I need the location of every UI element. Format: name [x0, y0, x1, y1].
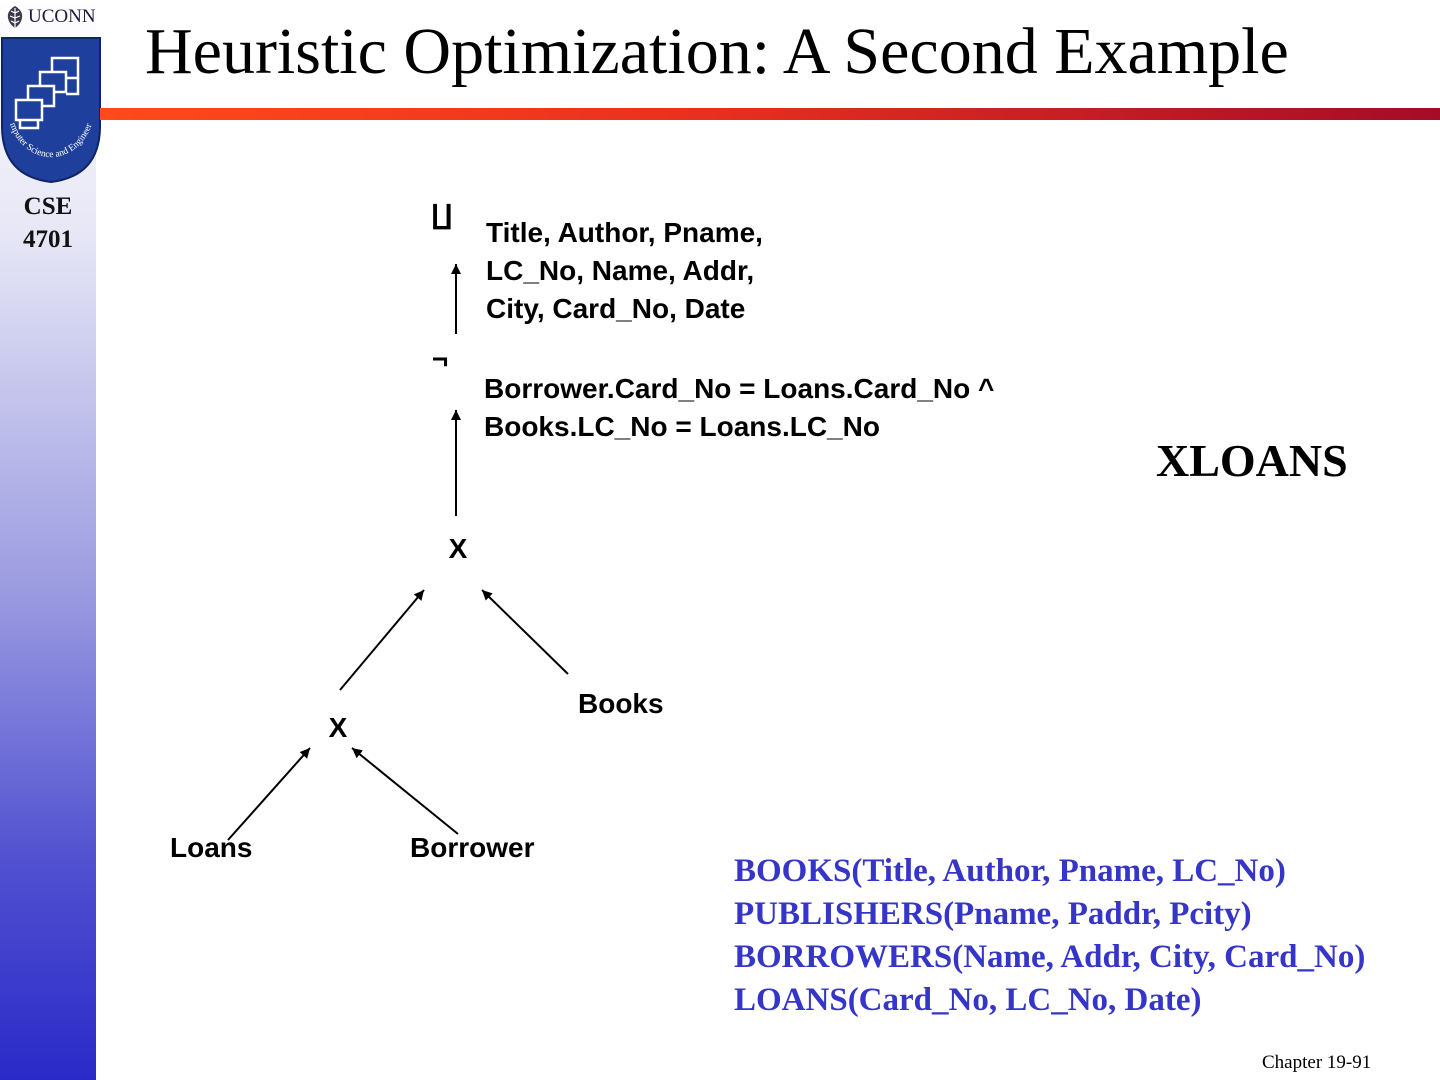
projection-attr-line-2: LC_No, Name, Addr,: [486, 255, 754, 286]
selection-condition-line-2: Books.LC_No = Loans.LC_No: [484, 411, 880, 442]
schema-line-borrowers: BORROWERS(Name, Addr, City, Card_No): [734, 939, 1366, 975]
course-line-1: CSE: [23, 193, 73, 220]
side-label-xloans: XLOANS: [1156, 435, 1348, 486]
slide-title: Heuristic Optimization: A Second Example: [145, 15, 1289, 88]
uconn-logo: UCONN: [4, 4, 96, 30]
computer-network-crest-icon: Computer Science and Engineering: [0, 36, 101, 184]
relation-loans: Loans: [170, 832, 252, 863]
uconn-logo-text: UCONN: [28, 6, 96, 27]
edge-books-to-upper-join: [481, 589, 569, 675]
sidebar: UCONN Computer Science and Engineering C…: [0, 0, 101, 1080]
relation-books: Books: [578, 688, 664, 719]
selection-condition-line-1: Borrower.Card_No = Loans.Card_No ^: [484, 373, 994, 404]
schema-list: BOOKS(Title, Author, Pname, LC_No) PUBLI…: [734, 850, 1365, 1022]
upper-join-node: X: [449, 533, 468, 564]
schema-line-loans: LOANS(Card_No, LC_No, Date): [734, 982, 1202, 1018]
projection-symbol: ∏: [430, 203, 453, 235]
schema-line-publishers: PUBLISHERS(Pname, Paddr, Pcity): [734, 896, 1252, 932]
relation-borrower: Borrower: [410, 832, 535, 863]
edge-loans-to-lower-join: [227, 747, 311, 841]
title-underline-bar: [100, 108, 1440, 120]
slide-footer: Chapter 19-91: [1262, 1052, 1372, 1073]
schema-line-books: BOOKS(Title, Author, Pname, LC_No): [734, 853, 1286, 889]
oak-leaf-icon: [7, 6, 23, 28]
projection-attr-line-1: Title, Author, Pname,: [486, 217, 763, 248]
edge-lower-join-to-upper-join: [339, 589, 425, 691]
lower-join-node: X: [329, 712, 348, 743]
edge-borrower-to-lower-join: [351, 747, 459, 835]
projection-attr-line-3: City, Card_No, Date: [486, 293, 745, 324]
course-line-2: 4701: [23, 226, 73, 253]
selection-symbol: ¬: [432, 343, 448, 374]
course-label: CSE 4701: [0, 190, 96, 256]
